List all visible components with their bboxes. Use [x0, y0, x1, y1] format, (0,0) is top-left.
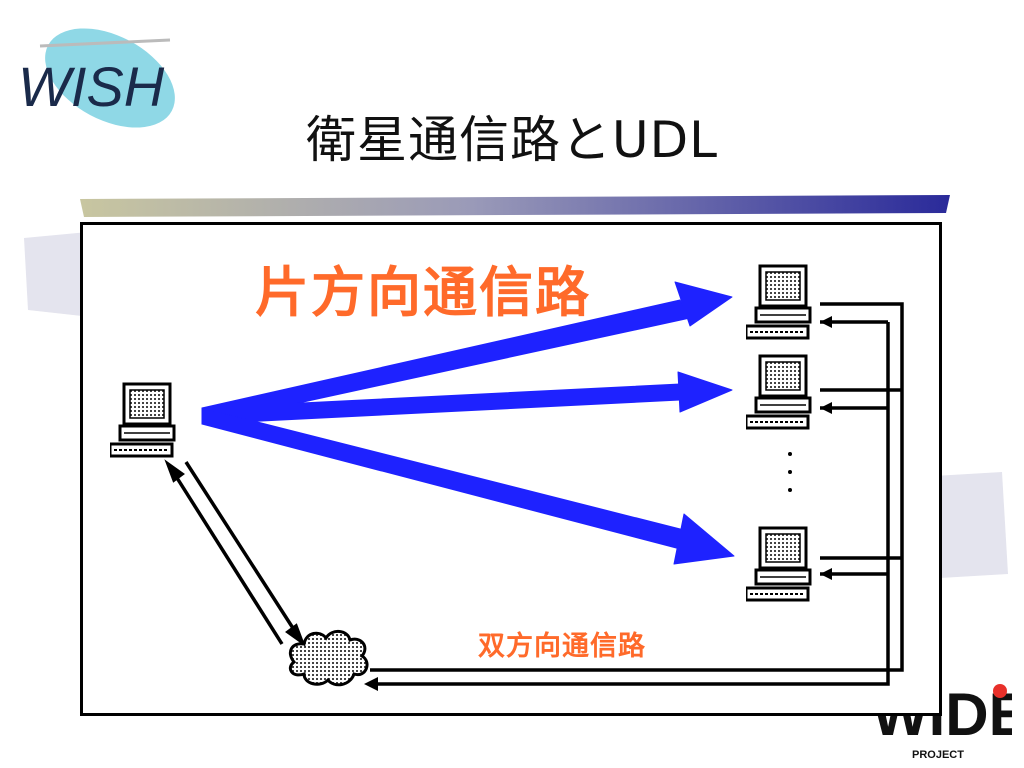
logo-line: [39, 38, 171, 48]
bg-shape: [934, 472, 1008, 578]
logo-ellipse: [45, 28, 175, 128]
ellipsis-dot: [788, 488, 792, 492]
arrowhead-up: [164, 459, 185, 483]
return-line-inner: [370, 322, 890, 686]
oneway-arrows: [201, 281, 735, 565]
oneway-arrow-bottom: [201, 407, 693, 551]
bar-shape: [80, 195, 950, 217]
sender-computer-icon: [110, 382, 176, 458]
ellipsis-dot: [788, 470, 792, 474]
oneway-arrowhead-top: [674, 281, 733, 327]
twoway-lines-right: [370, 302, 904, 686]
arrowhead: [820, 402, 832, 414]
return-line-outer: [370, 302, 904, 672]
wide-logo: WIDE PROJECT: [872, 681, 1012, 761]
receiver-computer-icon-3: [746, 526, 812, 602]
oneway-channel-label: 片方向通信路: [255, 261, 591, 324]
twoway-arrowheads-right: [364, 316, 832, 691]
logo-text: WISH: [18, 55, 165, 118]
wide-logo-subtext: PROJECT: [912, 749, 964, 761]
twoway-lines-left: [164, 459, 306, 647]
wide-logo-dot: [993, 684, 1007, 698]
internet-cloud-icon: [288, 630, 369, 687]
bg-shape: [24, 232, 88, 316]
vertical-ellipsis: [788, 452, 792, 492]
arrowhead-cloud: [364, 677, 378, 691]
twoway-channel-label: 双方向通信路: [478, 631, 646, 662]
slide-title: 衛星通信路とUDL: [306, 111, 718, 169]
wish-logo: WISH: [18, 28, 175, 128]
line-down: [184, 461, 300, 637]
arrowhead: [820, 568, 832, 580]
receiver-computer-icon-2: [746, 354, 812, 430]
oneway-arrow-middle: [201, 383, 681, 425]
oneway-arrowhead-bottom: [673, 513, 735, 565]
arrowhead-down: [285, 623, 306, 647]
decorative-bar: [80, 195, 950, 217]
background-shape-left: [24, 232, 88, 316]
line-up: [170, 469, 284, 645]
ellipsis-dot: [788, 452, 792, 456]
network-diagram: [110, 264, 904, 691]
background-shape-right: [934, 472, 1008, 578]
receiver-computer-icon-1: [746, 264, 812, 340]
arrowhead: [820, 316, 832, 328]
oneway-arrowhead-middle: [677, 371, 733, 413]
